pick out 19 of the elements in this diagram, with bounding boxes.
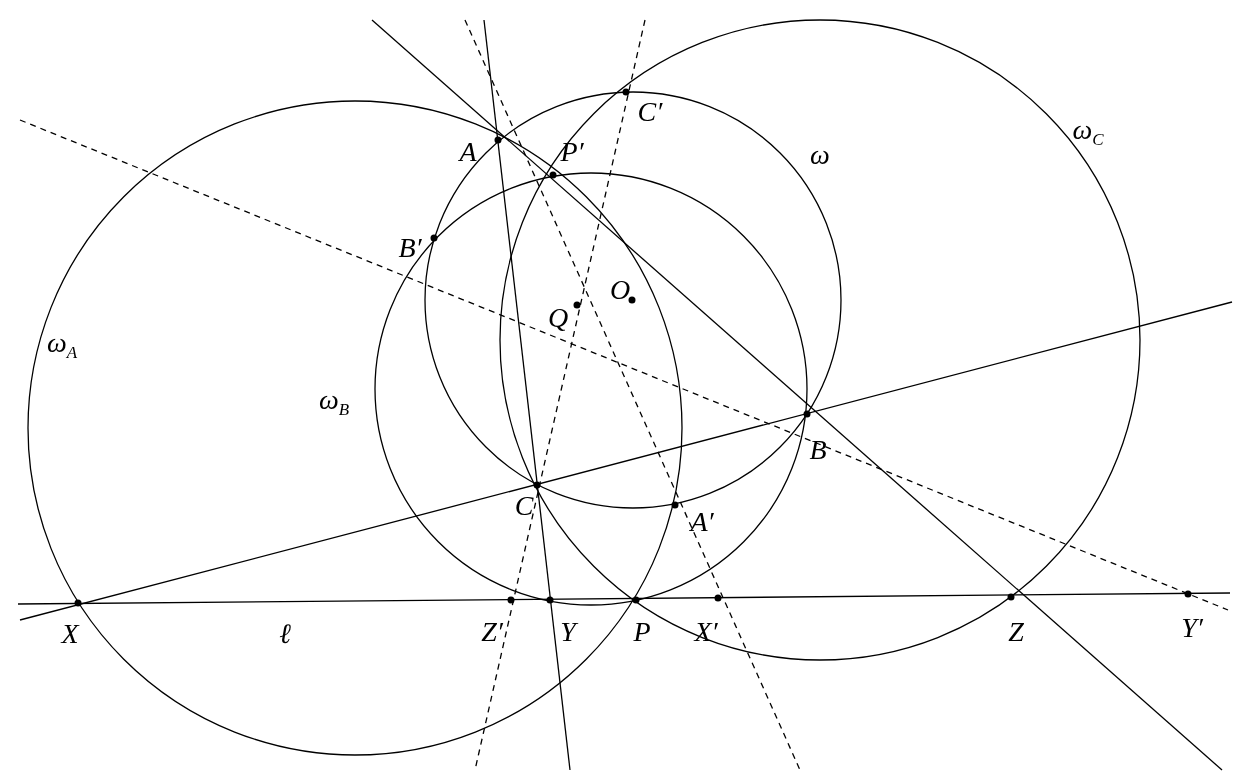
- point-label: A′: [690, 508, 714, 536]
- point-label: Q: [547, 304, 569, 332]
- point-label: P′: [560, 138, 584, 166]
- point-label: A: [459, 138, 477, 166]
- point-label: P: [633, 618, 651, 646]
- point-label: Z′: [481, 618, 503, 646]
- point-label: X: [61, 620, 79, 648]
- point-label: Z: [1008, 618, 1024, 646]
- point-label: ω: [810, 141, 830, 169]
- point-label: B′: [398, 234, 422, 262]
- point-label: O: [609, 276, 631, 304]
- point-label: Y′: [1181, 614, 1203, 642]
- point-label: ω$_{B}$: [318, 385, 350, 419]
- point-label: C′: [637, 98, 663, 126]
- point-label: C: [514, 492, 534, 520]
- point-label: ℓ: [279, 620, 291, 648]
- point-label: ω$_{C}$: [1072, 115, 1104, 149]
- point-label: ω$_{A}$: [46, 328, 78, 362]
- point-label: B: [809, 436, 827, 464]
